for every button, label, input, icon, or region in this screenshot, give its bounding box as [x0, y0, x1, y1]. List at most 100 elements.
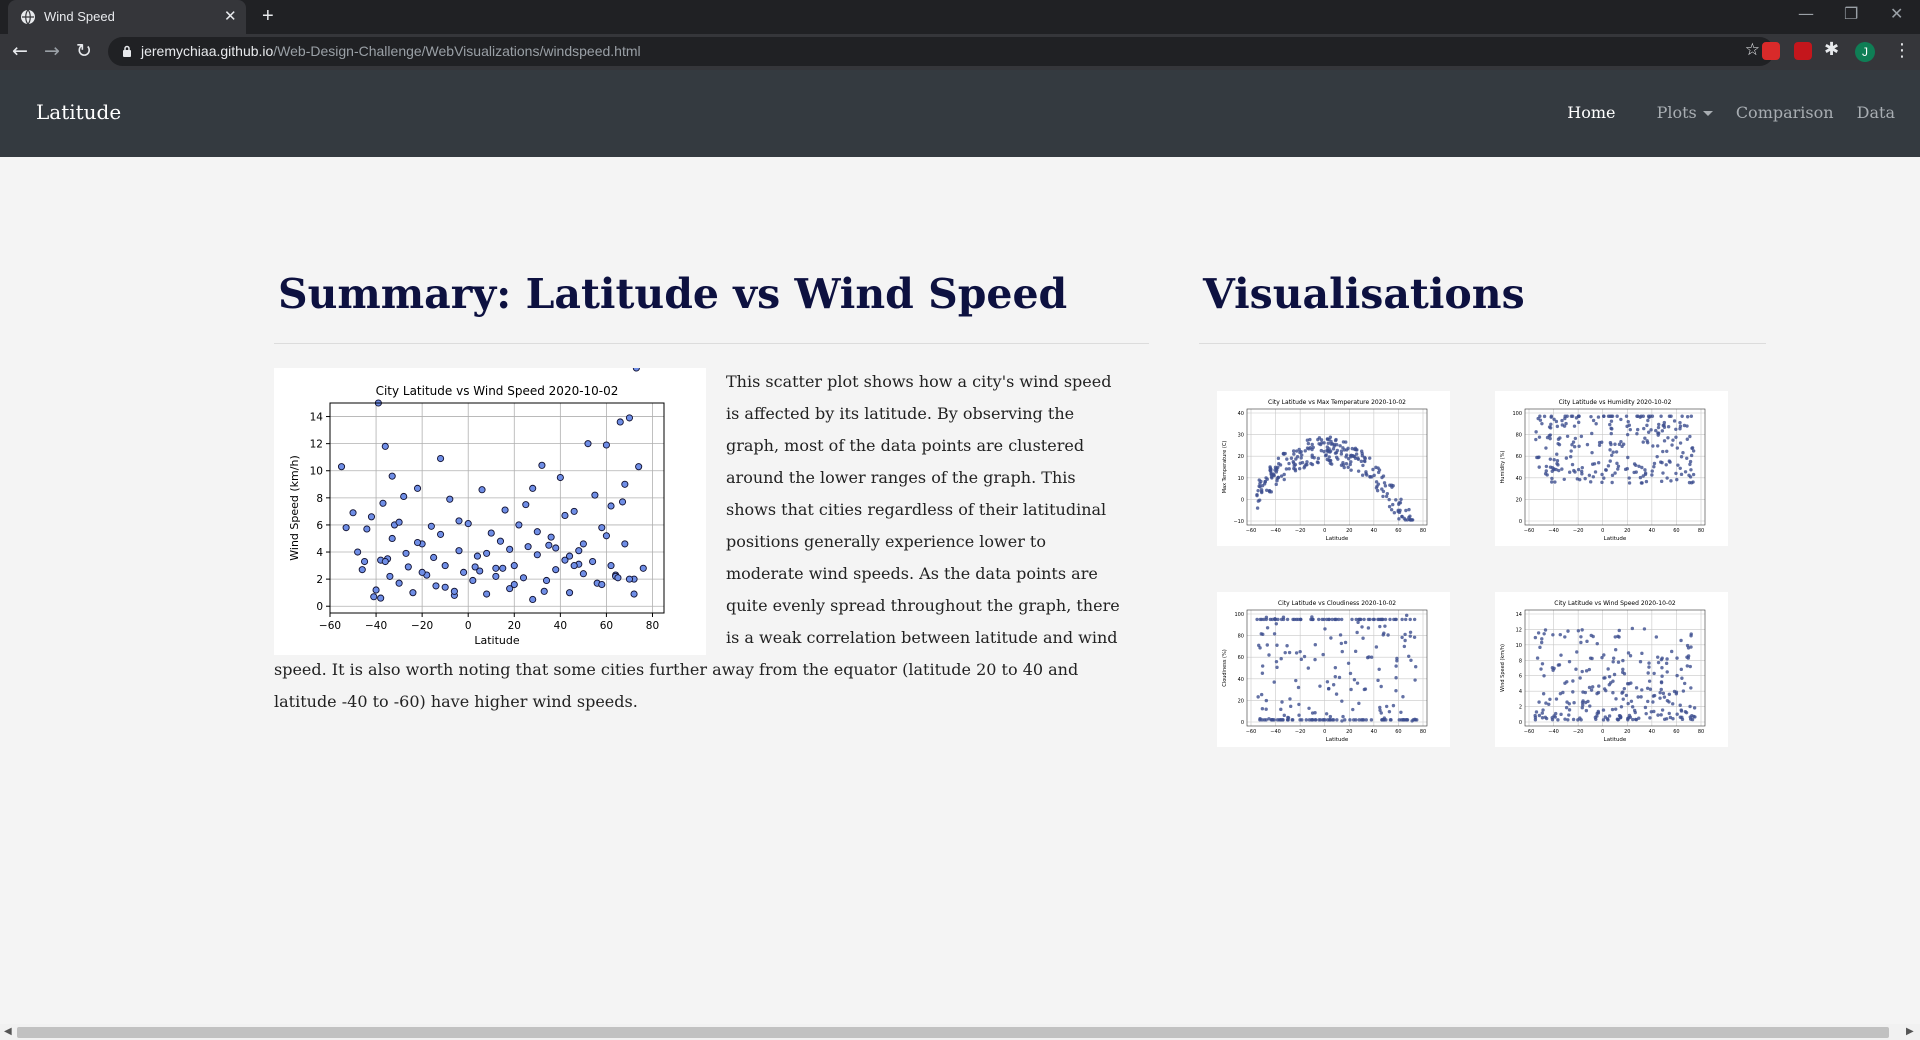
menu-kebab-icon[interactable]: ⋮: [1893, 40, 1911, 61]
thumb-data-point: [1278, 463, 1283, 467]
thumb-data-point: [1408, 634, 1412, 638]
thumb-data-point: [1587, 667, 1592, 672]
nav-link-comparison[interactable]: Comparison: [1735, 103, 1834, 122]
thumb-data-point: [1296, 685, 1301, 690]
thumb-data-point: [1325, 680, 1330, 684]
thumb-data-point: [1572, 701, 1576, 705]
thumb-data-point: [1270, 718, 1275, 722]
thumb-data-point: [1674, 471, 1678, 476]
thumb-data-point: [1690, 446, 1695, 450]
thumb-data-point: [1265, 643, 1269, 647]
thumb-data-point: [1302, 654, 1307, 659]
thumb-data-point: [1579, 640, 1583, 645]
data-point: [522, 501, 530, 509]
thumb-data-point: [1291, 449, 1296, 453]
thumb-data-point: [1560, 418, 1564, 423]
restore-icon[interactable]: ❐: [1844, 4, 1859, 23]
thumb-data-point: [1294, 678, 1298, 683]
back-icon[interactable]: ←: [12, 40, 28, 62]
thumb-data-point: [1678, 466, 1682, 470]
scroll-left-icon[interactable]: ◀: [4, 1026, 12, 1037]
data-point: [361, 557, 369, 566]
thumb-data-point: [1685, 415, 1690, 419]
thumb-data-point: [1386, 633, 1390, 637]
thumb-data-point: [1608, 459, 1612, 463]
thumb-data-point: [1571, 717, 1576, 722]
thumb-y-tick-label: 100: [1234, 612, 1244, 618]
thumb-data-point: [1541, 708, 1545, 712]
thumb-x-tick-label: 80: [1420, 729, 1426, 735]
thumb-data-point: [1602, 676, 1606, 680]
thumb-data-point: [1328, 714, 1333, 719]
data-point: [349, 509, 357, 517]
thumb-data-point: [1567, 470, 1572, 474]
reload-icon[interactable]: ↻: [76, 40, 92, 62]
thumb-data-point: [1621, 667, 1625, 672]
thumb-data-point: [1274, 482, 1278, 487]
thumb-data-point: [1615, 461, 1619, 466]
thumb-data-point: [1627, 682, 1631, 686]
close-tab-icon[interactable]: ✕: [224, 8, 237, 25]
extension-red-icon[interactable]: [1762, 42, 1780, 60]
thumb-data-point: [1590, 685, 1595, 689]
address-bar[interactable]: jeremychiaa.github.io/Web-Design-Challen…: [108, 37, 1774, 66]
data-point: [404, 563, 412, 571]
new-tab-button[interactable]: +: [262, 5, 274, 27]
thumb-data-point: [1642, 627, 1647, 631]
thumb-data-point: [1354, 452, 1359, 456]
url-host: jeremychiaa.github.io: [141, 43, 274, 59]
thumb-x-tick-label: 40: [1649, 729, 1655, 735]
profile-avatar[interactable]: J: [1855, 42, 1875, 62]
thumb-data-point: [1268, 617, 1273, 622]
thumb-data-point: [1355, 681, 1360, 685]
close-window-icon[interactable]: ✕: [1890, 4, 1904, 23]
thumb-data-point: [1255, 506, 1260, 510]
navbar-brand[interactable]: Latitude: [36, 100, 122, 124]
thumb-data-point: [1689, 468, 1693, 472]
thumb-data-point: [1645, 439, 1649, 443]
browser-tab-active[interactable]: Wind Speed ✕: [8, 0, 246, 34]
thumb-data-point: [1688, 704, 1692, 709]
thumb-y-tick-label: 0: [1519, 519, 1522, 525]
thumb-data-point: [1285, 644, 1289, 648]
thumb-data-point: [1368, 474, 1372, 479]
thumb-data-point: [1346, 457, 1351, 461]
thumb-data-point: [1380, 487, 1384, 491]
thumb-data-point: [1675, 673, 1679, 678]
data-point: [510, 562, 518, 570]
thumb-data-point: [1615, 717, 1620, 721]
thumb-data-point: [1360, 625, 1364, 629]
nav-link-plots-dropdown[interactable]: Plots: [1639, 103, 1713, 122]
nav-link-plots: Plots: [1656, 103, 1697, 122]
thumb-data-point: [1537, 713, 1542, 718]
horizontal-scrollbar[interactable]: ◀ ▶: [0, 1024, 1920, 1040]
thumb-data-point: [1631, 717, 1635, 722]
thumb-data-point: [1612, 672, 1617, 677]
thumb-data-point: [1332, 444, 1336, 448]
data-point: [455, 547, 463, 555]
scroll-right-icon[interactable]: ▶: [1906, 1026, 1914, 1037]
thumb-data-point: [1274, 659, 1279, 664]
thumb-data-point: [1282, 477, 1286, 482]
thumb-data-point: [1333, 674, 1337, 679]
scrollbar-thumb[interactable]: [17, 1027, 1889, 1038]
forward-icon[interactable]: →: [44, 40, 60, 62]
thumb-data-point: [1567, 708, 1572, 712]
thumb-data-point: [1327, 686, 1331, 691]
thumb-data-point: [1322, 441, 1326, 445]
thumb-data-point: [1334, 450, 1339, 455]
nav-link-data[interactable]: Data: [1856, 103, 1895, 122]
puzzle-extensions-icon[interactable]: ✱: [1824, 39, 1840, 60]
minimize-icon[interactable]: —: [1798, 4, 1814, 23]
nav-link-home[interactable]: Home: [1567, 103, 1616, 122]
pdf-extension-icon[interactable]: [1794, 42, 1812, 60]
thumb-data-point: [1316, 437, 1320, 442]
data-point: [402, 549, 410, 557]
thumb-data-point: [1542, 674, 1546, 678]
bookmark-star-icon[interactable]: ☆: [1744, 40, 1760, 59]
